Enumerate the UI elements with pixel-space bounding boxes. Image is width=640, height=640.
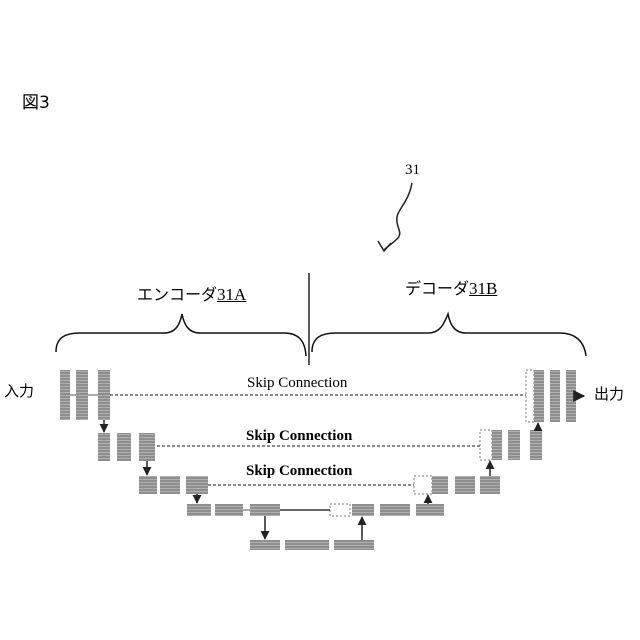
feature-block bbox=[455, 476, 475, 494]
concat-block-outline bbox=[330, 504, 350, 516]
feature-block bbox=[250, 540, 280, 550]
feature-block bbox=[60, 370, 70, 420]
encoder-label: エンコーダ bbox=[137, 285, 217, 304]
feature-block bbox=[432, 476, 448, 494]
skip-connection-label: Skip Connection bbox=[247, 375, 347, 392]
feature-block bbox=[98, 370, 110, 420]
encoder-level-2 bbox=[98, 433, 155, 461]
feature-block bbox=[139, 433, 155, 461]
decoder-level-1 bbox=[526, 370, 584, 422]
feature-block bbox=[480, 476, 500, 494]
feature-block bbox=[160, 476, 180, 494]
decoder-level-2 bbox=[480, 430, 542, 460]
skip-connection-label: Skip Connection bbox=[246, 428, 352, 445]
feature-block bbox=[352, 504, 374, 516]
encoder-level-3 bbox=[139, 476, 208, 494]
feature-block bbox=[139, 476, 157, 494]
bottleneck-level bbox=[250, 540, 374, 550]
concat-block-outline bbox=[480, 430, 492, 460]
feature-block bbox=[550, 370, 560, 422]
encoder-brace bbox=[56, 314, 306, 356]
decoder-level-3 bbox=[414, 476, 500, 494]
decoder-ref: 31B bbox=[469, 279, 497, 298]
feature-block bbox=[492, 430, 502, 460]
figure-label: 図3 bbox=[22, 88, 50, 113]
feature-block bbox=[76, 370, 88, 420]
feature-block bbox=[117, 433, 131, 461]
feature-block bbox=[250, 504, 280, 516]
input-label: 入力 bbox=[4, 380, 34, 401]
feature-block bbox=[416, 504, 444, 516]
encoder-title: エンコーダ31A bbox=[137, 281, 246, 305]
feature-block bbox=[508, 430, 520, 460]
decoder-title: デコーダ31B bbox=[405, 275, 497, 299]
output-label: 出力 bbox=[594, 383, 624, 404]
encoder-level-1 bbox=[60, 370, 110, 420]
skip-connection-label: Skip Connection bbox=[246, 463, 352, 480]
feature-block bbox=[380, 504, 410, 516]
decoder-brace bbox=[312, 314, 586, 356]
encoder-ref: 31A bbox=[217, 285, 246, 304]
feature-block bbox=[534, 370, 544, 422]
encoder-level-4 bbox=[187, 504, 280, 516]
feature-block bbox=[285, 540, 329, 550]
feature-block bbox=[186, 476, 208, 494]
reference-pointer-arrow bbox=[384, 183, 412, 250]
reference-pointer-arrowhead bbox=[378, 241, 391, 251]
feature-block bbox=[98, 433, 110, 461]
feature-block bbox=[215, 504, 243, 516]
concat-block-outline bbox=[526, 370, 534, 422]
decoder-level-4 bbox=[280, 504, 444, 516]
reference-number: 31 bbox=[405, 162, 420, 179]
feature-block bbox=[530, 430, 542, 460]
decoder-label: デコーダ bbox=[405, 279, 469, 298]
feature-block bbox=[334, 540, 374, 550]
concat-block-outline bbox=[414, 476, 432, 494]
feature-block bbox=[566, 370, 576, 422]
feature-block bbox=[187, 504, 211, 516]
